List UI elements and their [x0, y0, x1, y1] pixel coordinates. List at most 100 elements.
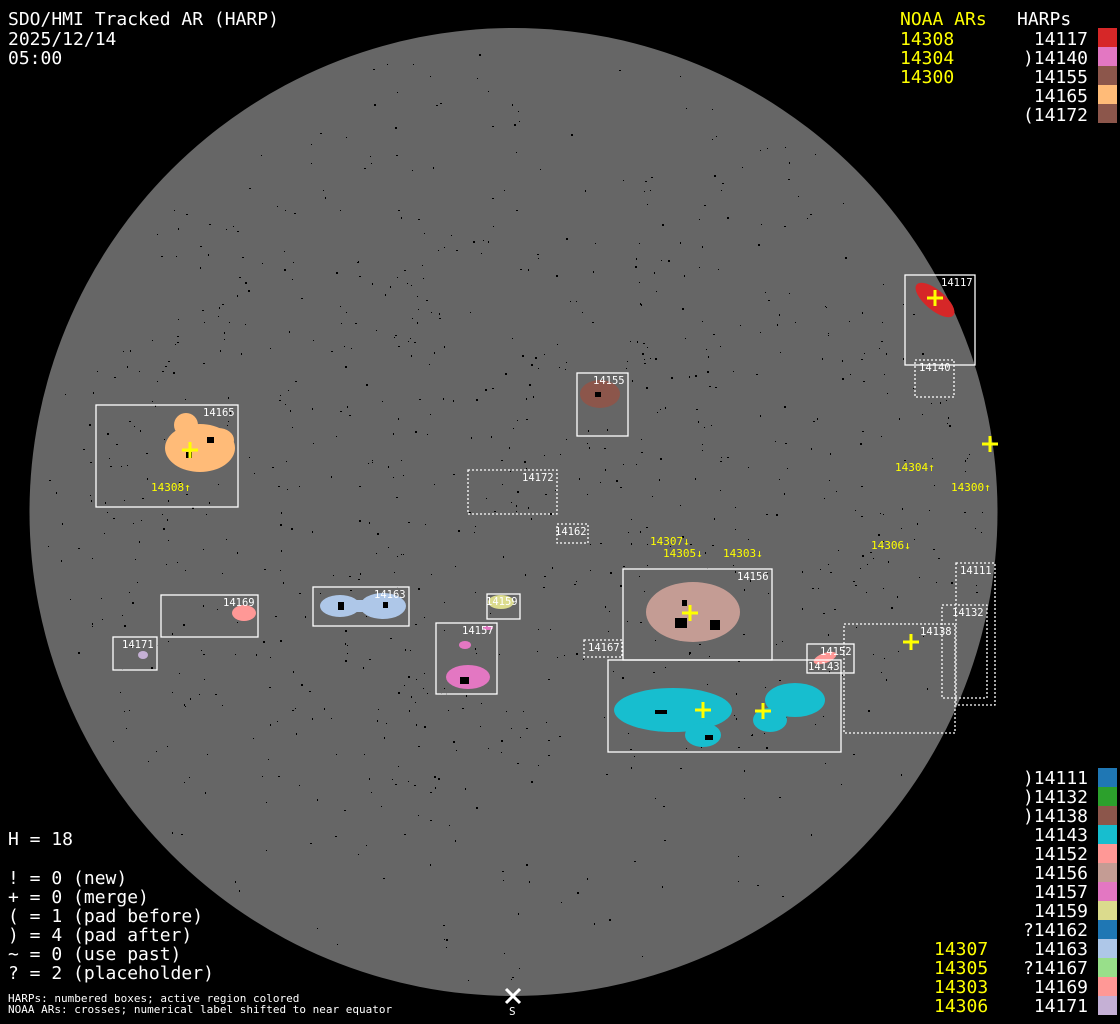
south-pole-x-icon: [504, 987, 522, 1005]
harp-box-14172[interactable]: [467, 469, 558, 515]
legend-color-swatch: [1098, 47, 1117, 66]
solar-disk: [29, 28, 998, 996]
footer-noaa-note: NOAA ARs: crosses; numerical label shift…: [8, 1003, 392, 1016]
harp-box-14117[interactable]: [904, 274, 976, 366]
legend-color-swatch: [1098, 863, 1117, 882]
region-14165: [165, 413, 235, 472]
footer-harps-note: HARPs: numbered boxes; active region col…: [8, 992, 299, 1005]
noaa-label: 14304↑: [895, 461, 935, 474]
legend-harp-entry: 14152: [1034, 844, 1088, 865]
legend-harp-entry: ?14162: [1023, 920, 1088, 941]
magnetogram-speckles: [48, 54, 983, 981]
noaa-label: 14307↓: [650, 535, 690, 548]
noaa-label: 14305↓: [663, 547, 703, 560]
noaa-cross-icon: [695, 702, 711, 718]
harp-box-14169[interactable]: [160, 594, 259, 638]
harp-box-14138[interactable]: [843, 623, 956, 734]
legend-color-swatch: [1098, 920, 1117, 939]
legend-harp-entry: 14143: [1034, 825, 1088, 846]
harp-box-14162[interactable]: [556, 523, 589, 544]
harp-box-14159[interactable]: [486, 593, 521, 620]
legend-noaa-entry: 14307: [934, 939, 988, 960]
harp-box-14152[interactable]: [806, 643, 855, 674]
harp-label: 14132: [952, 607, 984, 619]
harp-box-14171[interactable]: [112, 636, 158, 671]
legend-noaa-entry: 14306: [934, 996, 988, 1017]
legend-noaa-entry: 14300: [900, 67, 954, 88]
harp-label: 14165: [203, 407, 235, 419]
noaa-label: 14306↓: [871, 539, 911, 552]
legend-color-swatch: [1098, 996, 1117, 1015]
harp-heading: HARPs: [1017, 9, 1071, 30]
harp-box-14132[interactable]: [941, 604, 988, 699]
harp-box-14157[interactable]: [435, 622, 498, 695]
harp-label: 14111: [960, 565, 992, 577]
legend-harp-entry: )14138: [1023, 806, 1088, 827]
noaa-cross-icon: [927, 290, 943, 306]
harp-label: 14172: [522, 472, 554, 484]
legend-harp-entry: 14159: [1034, 901, 1088, 922]
legend-noaa-entry: 14304: [900, 48, 954, 69]
region-14143: [614, 683, 825, 747]
noaa-cross-icon: [903, 634, 919, 650]
harp-label: 14169: [223, 597, 255, 609]
legend-color-swatch: [1098, 85, 1117, 104]
noaa-cross-icon: [182, 442, 198, 458]
south-label: S: [509, 1005, 516, 1018]
legend-color-swatch: [1098, 806, 1117, 825]
harp-box-14167[interactable]: [583, 639, 623, 658]
harp-label: 14156: [737, 571, 769, 583]
legend-color-swatch: [1098, 939, 1117, 958]
legend-color-swatch: [1098, 66, 1117, 85]
harp-label: 14138: [920, 626, 952, 638]
plot-time: 05:00: [8, 48, 62, 69]
noaa-heading: NOAA ARs: [900, 9, 987, 30]
harp-label: 14143: [808, 661, 840, 673]
noaa-label: 14300↑: [951, 481, 991, 494]
harp-label: 14117: [941, 277, 973, 289]
legend-noaa-entry: 14308: [900, 29, 954, 50]
harp-label: 14167: [588, 642, 620, 654]
plot-title: SDO/HMI Tracked AR (HARP): [8, 9, 279, 30]
harp-label: 14155: [593, 375, 625, 387]
legend-harp-entry: 14163: [1034, 939, 1088, 960]
legend-harp-entry: (14172: [1023, 105, 1088, 126]
noaa-crosses: [182, 290, 998, 719]
harp-box-14165[interactable]: [95, 404, 239, 508]
harp-box-14111[interactable]: [955, 562, 996, 706]
status-flag-line: ! = 0 (new): [8, 868, 127, 889]
legend-harp-entry: 14165: [1034, 86, 1088, 107]
status-flag-line: ( = 1 (pad before): [8, 906, 203, 927]
legend-color-swatch: [1098, 844, 1117, 863]
legend-color-swatch: [1098, 901, 1117, 920]
legend-harp-entry: 14117: [1034, 29, 1088, 50]
region-14152: [813, 651, 837, 665]
legend-color-swatch: [1098, 768, 1117, 787]
region-14171: [138, 651, 148, 659]
harp-box-14163[interactable]: [312, 586, 410, 627]
region-14169: [232, 605, 256, 621]
legend-noaa-entry: 14303: [934, 977, 988, 998]
legend-color-swatch: [1098, 882, 1117, 901]
noaa-cross-icon: [755, 703, 771, 719]
legend-color-swatch: [1098, 787, 1117, 806]
harp-label: 14163: [374, 589, 406, 601]
harp-box-14143[interactable]: [607, 659, 842, 753]
noaa-cross-icon: [982, 436, 998, 452]
plot-date: 2025/12/14: [8, 29, 116, 50]
status-flag-line: ) = 4 (pad after): [8, 925, 192, 946]
legend-color-swatch: [1098, 825, 1117, 844]
harp-label: 14162: [555, 526, 587, 538]
noaa-labels: 14308↑ 14304↑ 14300↑ 14307↓ 14305↓ 14303…: [151, 461, 991, 560]
harp-label: 14157: [462, 625, 494, 637]
region-14159: [488, 595, 514, 609]
harp-box-14140[interactable]: [914, 359, 955, 398]
noaa-cross-icon: [682, 605, 698, 621]
harp-box-14155[interactable]: [576, 372, 629, 437]
legend-harp-entry: )14111: [1023, 768, 1088, 789]
harp-boxes: 14117 14140 14155 14165 14172 14162 1415…: [95, 274, 996, 753]
status-flag-line: ? = 2 (placeholder): [8, 963, 214, 984]
harp-label: 14159: [486, 596, 518, 608]
active-regions: [138, 282, 955, 747]
legend-harp-entry: ?14167: [1023, 958, 1088, 979]
